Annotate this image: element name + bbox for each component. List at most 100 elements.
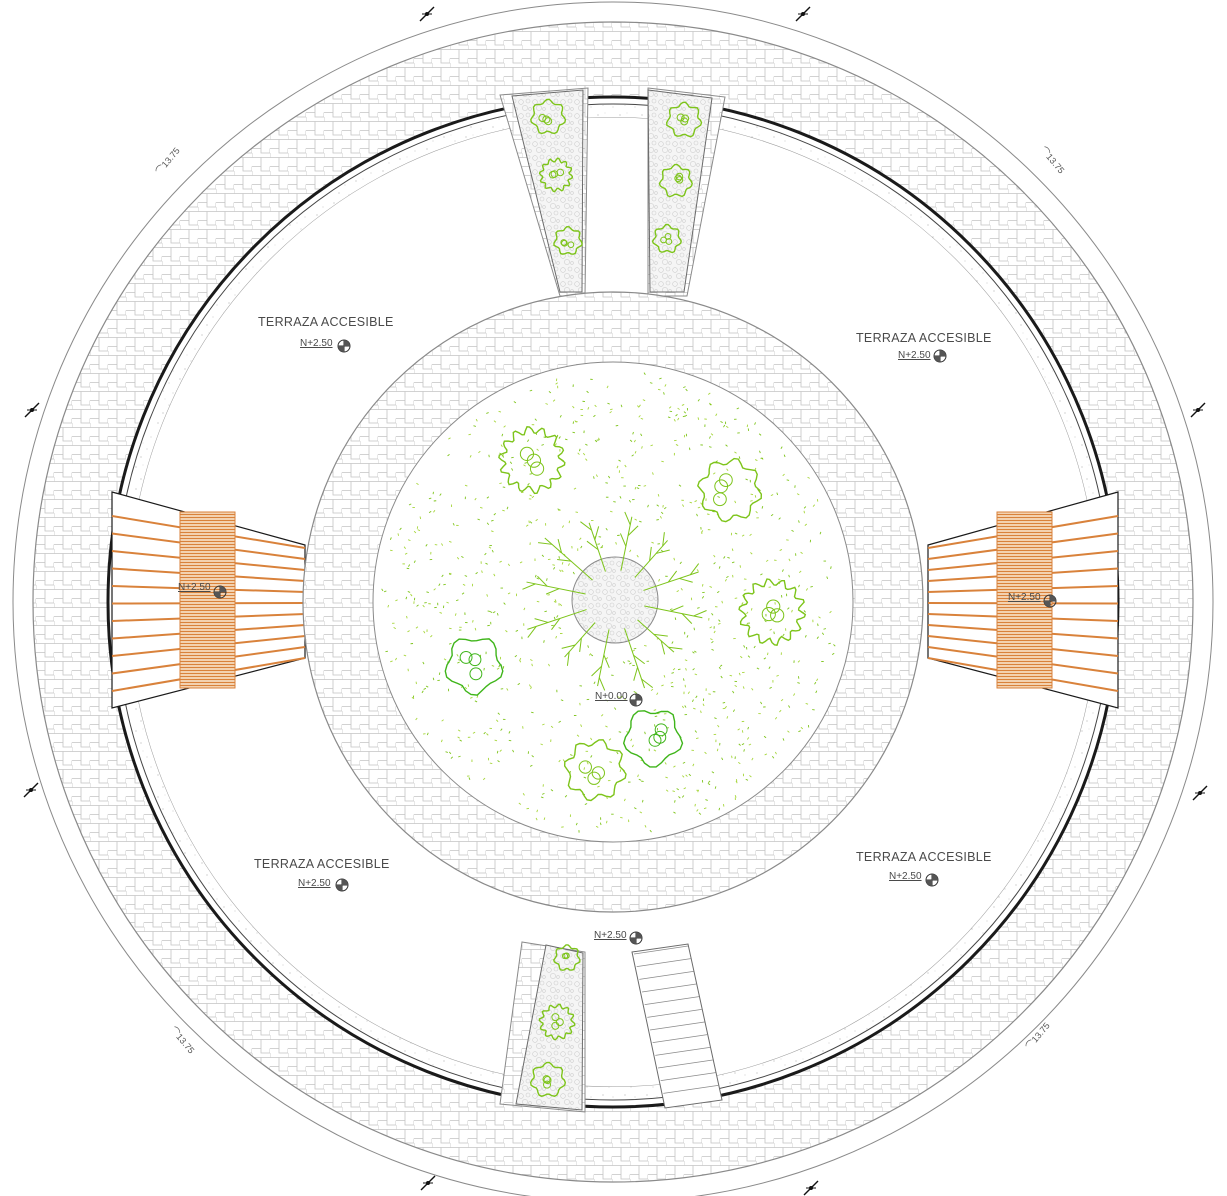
dimension-tick — [426, 1181, 430, 1185]
grass-mark — [718, 566, 721, 569]
grass-mark — [673, 811, 676, 814]
grass-mark — [743, 645, 746, 648]
grass-mark — [499, 749, 502, 752]
grass-mark — [760, 573, 763, 576]
south-level-text: N+2.50 — [594, 930, 627, 941]
grass-mark — [828, 642, 831, 645]
grass-mark — [723, 556, 726, 559]
grass-mark — [716, 590, 720, 594]
tree-icon-detail — [529, 461, 545, 476]
grass-mark — [644, 645, 647, 647]
stair-step — [639, 970, 694, 980]
grass-mark — [709, 586, 713, 588]
grass-mark — [767, 652, 769, 656]
tree-branch — [544, 537, 593, 581]
grass-mark — [519, 659, 522, 663]
grass-mark — [685, 668, 687, 671]
tree-icon-detail — [719, 473, 733, 487]
grass-mark — [561, 569, 564, 573]
grass-mark — [700, 710, 702, 714]
grass-mark — [681, 404, 685, 406]
grass-mark — [381, 588, 384, 592]
grass-mark — [719, 664, 723, 667]
grass-mark — [756, 667, 760, 670]
grass-mark — [443, 658, 447, 661]
grass-mark — [754, 495, 757, 498]
grass-mark — [807, 476, 810, 479]
grass-mark — [568, 563, 570, 566]
grass-mark — [634, 518, 638, 521]
grass-mark — [726, 576, 729, 578]
shrub-icon-detail — [459, 650, 473, 664]
grass-mark — [694, 650, 697, 653]
grass-mark — [696, 809, 699, 812]
grass-mark — [590, 737, 593, 741]
tree-icon-detail — [591, 766, 605, 780]
grass-mark — [496, 612, 499, 616]
planter-tree-icon-detail — [560, 239, 568, 246]
planter-tree-icon — [651, 223, 682, 254]
grass-mark — [505, 630, 508, 633]
grass-mark — [393, 627, 397, 630]
grass-mark — [682, 504, 685, 507]
grass-mark — [677, 407, 680, 410]
grass-mark — [787, 730, 790, 733]
grass-mark — [472, 619, 474, 623]
grass-mark — [579, 537, 582, 541]
grass-mark — [441, 574, 444, 578]
grass-mark — [722, 701, 726, 704]
tree-branch — [551, 618, 561, 630]
terrace-label-se: TERRAZA ACCESIBLE N+2.50 — [856, 850, 991, 887]
grass-mark — [404, 552, 408, 555]
grass-mark — [428, 497, 432, 500]
grass-mark — [448, 437, 451, 440]
grass-mark — [564, 794, 568, 798]
grass-mark — [650, 688, 654, 692]
grass-mark — [779, 549, 783, 551]
grass-mark — [555, 382, 558, 385]
grass-mark — [747, 655, 751, 658]
grass-mark — [474, 497, 477, 501]
grass-mark — [798, 520, 800, 523]
grass-mark — [605, 725, 608, 728]
grass-mark — [430, 635, 433, 638]
grass-mark — [668, 406, 672, 409]
grass-mark — [804, 523, 808, 526]
grass-mark — [524, 462, 528, 464]
grass-mark — [474, 700, 478, 703]
grass-mark — [609, 510, 613, 513]
grass-mark — [448, 642, 452, 645]
grass-mark — [407, 630, 410, 633]
grass-mark — [488, 454, 490, 458]
grass-mark — [661, 684, 664, 687]
grass-mark — [788, 705, 791, 708]
grass-mark — [676, 590, 680, 593]
grass-mark — [643, 372, 646, 376]
grass-mark — [536, 600, 540, 603]
grass-mark — [734, 684, 738, 687]
grass-mark — [440, 739, 443, 743]
grass-mark — [518, 802, 522, 805]
grass-mark — [774, 751, 777, 755]
grass-mark — [553, 616, 556, 620]
grass-mark — [675, 444, 679, 446]
grass-mark — [617, 696, 620, 699]
tree-branch — [591, 665, 602, 677]
grass-mark — [528, 684, 531, 687]
grass-mark — [735, 779, 738, 782]
grass-mark — [636, 487, 640, 490]
shrub-icon — [622, 710, 684, 768]
grass-mark — [720, 675, 723, 679]
grass-mark — [734, 451, 737, 454]
grass-mark — [472, 731, 476, 734]
planter-tree-icon — [658, 163, 693, 198]
tree-branch — [597, 629, 610, 687]
grass-mark — [732, 690, 735, 694]
tree-branch — [538, 542, 553, 545]
grass-mark — [595, 474, 598, 477]
grass-mark — [797, 660, 801, 663]
grass-mark — [585, 443, 588, 446]
grass-mark — [457, 736, 460, 739]
grass-mark — [764, 753, 768, 756]
grass-mark — [658, 578, 660, 582]
